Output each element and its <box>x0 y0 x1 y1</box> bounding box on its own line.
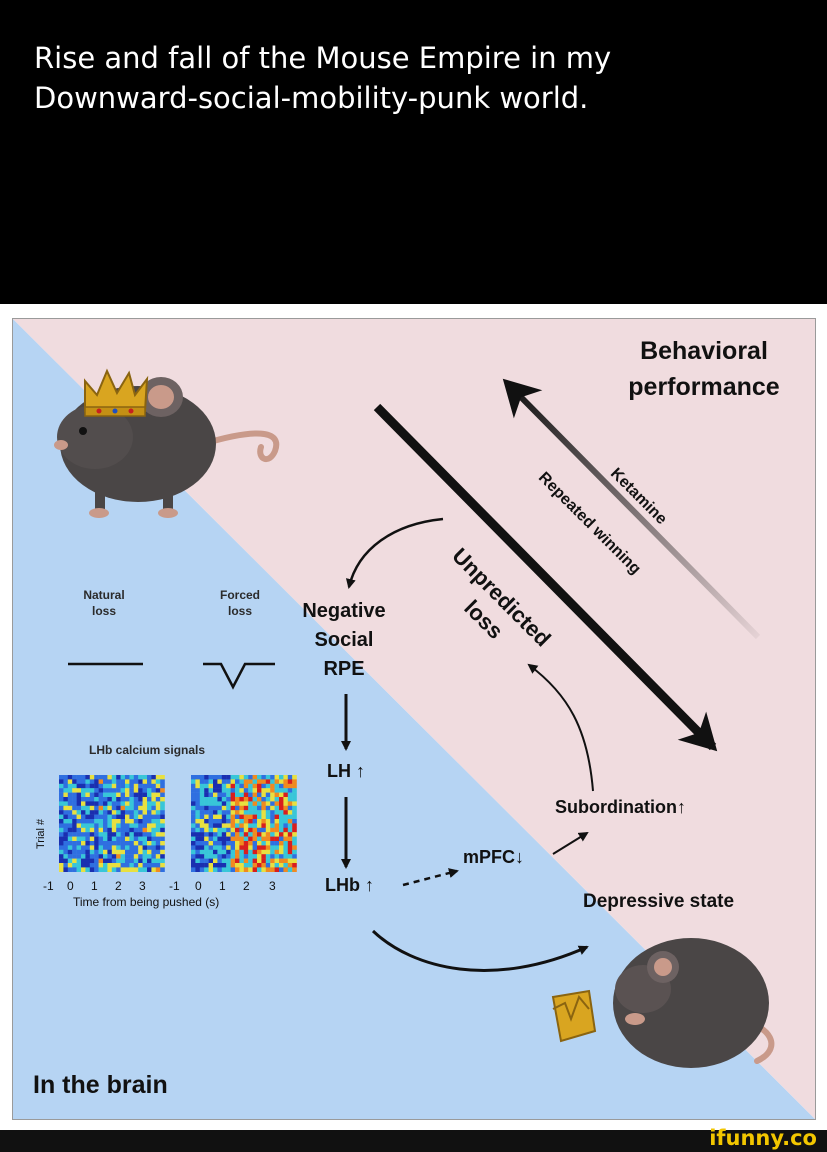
pink-behavior-region <box>13 319 815 1119</box>
time-axis-ticks: -1 0 1 2 3 -1 0 1 2 3 <box>39 879 319 895</box>
behavioral-line-2: performance <box>628 373 780 401</box>
calcium-signals-title: LHb calcium signals <box>89 743 206 757</box>
rpe-text: RPE <box>323 658 365 680</box>
down-arrow-icon: ↓ <box>515 847 525 867</box>
natural-loss-label: Natural loss <box>69 587 139 619</box>
curved-arrow-subordination-to-loss <box>527 663 594 792</box>
tick-label: 1 <box>219 879 226 893</box>
lhb-label: LHb ↑ <box>325 875 374 896</box>
forced-text: Forced <box>219 588 260 602</box>
trial-axis-label: Trial # <box>35 818 47 849</box>
up-arrow-icon: ↑ <box>360 875 375 895</box>
behavioral-line-1: Behavioral <box>640 337 768 365</box>
tick-label: 2 <box>115 879 122 893</box>
caption-line-1: Rise and fall of the Mouse Empire in my <box>34 41 612 75</box>
heatmap-svg <box>59 775 297 872</box>
tick-label: 3 <box>139 879 146 893</box>
post-caption: Rise and fall of the Mouse Empire in my … <box>34 38 794 118</box>
tick-label: 2 <box>243 879 250 893</box>
natural-text: Natural <box>83 588 125 602</box>
up-arrow-icon: ↑ <box>351 761 366 781</box>
forced-loss-text: loss <box>227 604 252 618</box>
depressive-state-label: Depressive state <box>583 891 735 912</box>
lh-label: LH ↑ <box>327 761 365 782</box>
footer-bar <box>0 1130 827 1152</box>
ifunny-watermark: ifunny.co <box>709 1126 817 1150</box>
tick-label: 1 <box>91 879 98 893</box>
unpredicted-loss-arrow <box>373 403 718 752</box>
time-axis-label: Time from being pushed (s) <box>73 895 220 909</box>
curved-arrow-lhb-to-depressive <box>371 929 589 972</box>
mpfc-label: mPFC↓ <box>463 847 524 868</box>
caption-line-2: Downward-social-mobility-punk world. <box>34 81 589 115</box>
tick-label: 3 <box>269 879 276 893</box>
crown-icon <box>84 368 149 417</box>
natural-loss-heatmap <box>59 775 165 872</box>
lhb-calcium-heatmaps <box>59 771 309 883</box>
lh-text: LH <box>327 761 351 781</box>
fallen-mouse-illustration <box>613 938 775 1068</box>
tick-label: 0 <box>195 879 202 893</box>
subordination-label: Subordination↑ <box>555 797 686 818</box>
natural-loss-text: loss <box>91 604 116 618</box>
forced-loss-label: Forced loss <box>205 587 275 619</box>
post-caption-area: Rise and fall of the Mouse Empire in my … <box>0 0 827 304</box>
tick-label: -1 <box>43 879 54 893</box>
tick-label: 0 <box>67 879 74 893</box>
mpfc-text: mPFC <box>463 847 516 867</box>
subordination-text: Subordination <box>555 797 677 817</box>
fallen-crown-icon <box>551 989 597 1043</box>
meme-figure: Behavioral performance In the brain Keta… <box>0 304 827 1130</box>
up-arrow-icon: ↑ <box>676 797 686 817</box>
arrow-mpfc-to-subordination <box>552 831 589 855</box>
tick-label: -1 <box>169 879 180 893</box>
diagram-panel: Behavioral performance In the brain Keta… <box>12 318 816 1120</box>
negative-social-rpe-label: Negative Social RPE <box>289 597 399 684</box>
in-the-brain-label: In the brain <box>33 1071 168 1099</box>
forced-loss-trace <box>203 662 275 690</box>
forced-loss-heatmap <box>191 775 297 872</box>
diagram-graphics <box>13 319 815 1119</box>
lhb-text: LHb <box>325 875 360 895</box>
behavioral-performance-label: Behavioral performance <box>609 333 799 405</box>
dashed-arrow-lhb-to-mpfc <box>402 868 459 887</box>
social-text: Social <box>314 629 374 651</box>
behavior-increase-arrow <box>502 378 761 640</box>
curved-arrow-to-rpe <box>345 517 444 589</box>
negative-text: Negative <box>302 600 386 622</box>
